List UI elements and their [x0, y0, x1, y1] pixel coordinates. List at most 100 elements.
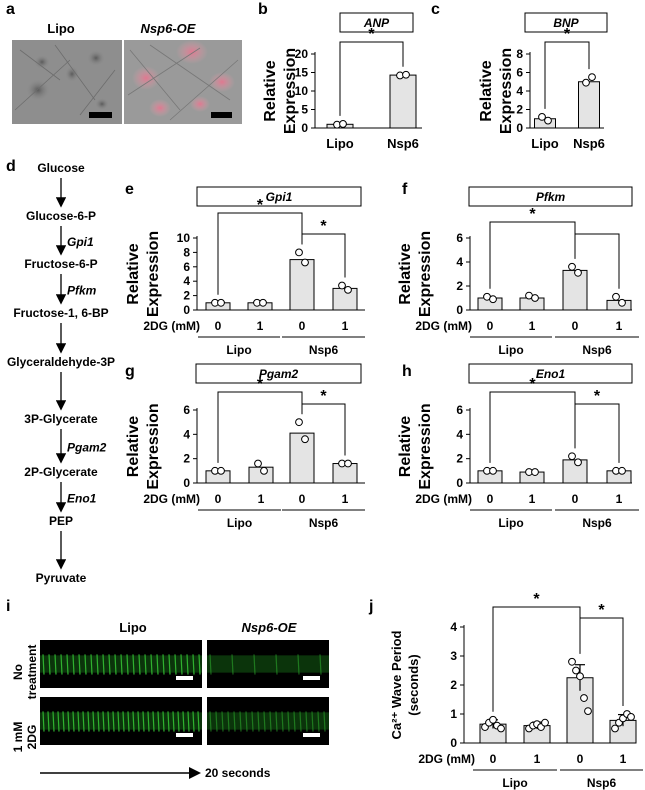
y-tick-label: 6 — [456, 403, 463, 417]
scale-bar — [303, 676, 320, 680]
y-tick-label: 6 — [456, 231, 463, 245]
row-label-2dg-2: 2DG — [25, 725, 39, 750]
x-prefix-label: 2DG (mM) — [143, 492, 200, 506]
x-tick-label: 1 — [616, 319, 623, 333]
data-point — [217, 466, 225, 475]
group-label: Nsp6 — [582, 516, 612, 530]
y-tick-label: 2 — [183, 289, 190, 303]
data-point — [618, 466, 626, 475]
data-point — [574, 268, 582, 277]
x-tick-label: 0 — [299, 492, 306, 506]
pathway-node: Fructose-6-P — [24, 257, 97, 271]
data-point — [295, 248, 303, 257]
significance-bracket — [217, 212, 303, 295]
y-tick-label: 8 — [516, 47, 523, 61]
data-point — [217, 298, 225, 307]
y-axis-label: Ca²⁺ Wave Period — [389, 630, 404, 739]
pathway-node: Glyceraldehyde-3P — [7, 355, 115, 369]
y-axis-label: Relative — [125, 416, 142, 477]
pathway-node: PEP — [49, 514, 73, 528]
row-label-2dg-1: 1 mM — [11, 722, 25, 753]
data-point — [402, 70, 410, 79]
significance-star: * — [257, 376, 264, 393]
chart-title: BNP — [553, 16, 579, 30]
x-tick-label: Lipo — [531, 136, 558, 151]
chart-title: Pfkm — [536, 190, 566, 204]
scale-bar — [89, 112, 112, 118]
x-tick-label: 0 — [572, 319, 579, 333]
y-tick-label: 2 — [450, 678, 457, 692]
panel-letter-g: g — [125, 363, 135, 380]
bar — [289, 259, 315, 311]
x-tick-label: Nsp6 — [387, 136, 419, 151]
data-point — [541, 718, 549, 727]
chart-title: Gpi1 — [266, 190, 293, 204]
data-point — [574, 458, 582, 467]
significance-star: * — [529, 206, 536, 223]
y-tick-label: 0 — [456, 476, 463, 490]
x-tick-label: Nsp6 — [573, 136, 605, 151]
x-prefix-label: 2DG (mM) — [143, 319, 200, 333]
micro-label-nsp6: Nsp6-OE — [141, 21, 196, 36]
time-label: 20 seconds — [205, 766, 271, 780]
group-label: Lipo — [498, 516, 523, 530]
data-point — [338, 281, 346, 290]
pathway-node: Fructose-1, 6-BP — [13, 306, 108, 320]
data-point — [627, 713, 635, 721]
chart-title-box — [339, 12, 414, 33]
x-tick-label: 1 — [616, 492, 623, 506]
micrograph-nsp6-oe — [124, 40, 242, 124]
data-point — [260, 466, 268, 475]
chart-title: ANP — [363, 16, 390, 30]
data-point — [544, 116, 552, 125]
y-tick-label: 10 — [295, 84, 309, 98]
data-point — [576, 672, 584, 681]
scale-bar — [303, 733, 320, 737]
data-point — [588, 73, 596, 82]
x-tick-label: 1 — [258, 492, 265, 506]
x-tick-label: 0 — [215, 319, 222, 333]
y-tick-label: 0 — [450, 736, 457, 750]
x-tick-label: 0 — [577, 752, 584, 766]
pathway-node: 3P-Glycerate — [24, 412, 98, 426]
significance-bracket — [217, 391, 303, 463]
significance-star: * — [529, 376, 536, 393]
y-axis-label: Relative — [262, 60, 279, 121]
x-prefix-label: 2DG (mM) — [415, 319, 472, 333]
y-axis-label: Relative — [397, 416, 414, 477]
y-tick-label: 0 — [516, 121, 523, 135]
y-tick-label: 4 — [456, 427, 463, 441]
chart-title: Pgam2 — [259, 367, 299, 381]
data-point — [611, 724, 619, 733]
calcium-linescans — [40, 640, 329, 745]
glycolysis-pathway: GlucoseGlucose-6-PGpi1Fructose-6-PPfkmFr… — [7, 161, 115, 585]
data-point — [568, 657, 576, 666]
data-point — [254, 459, 262, 468]
significance-bracket — [301, 403, 346, 456]
scale-bar — [176, 676, 193, 680]
y-tick-label: 0 — [456, 303, 463, 317]
significance-bracket — [489, 221, 576, 289]
data-point — [531, 294, 539, 302]
ca-label-nsp6: Nsp6-OE — [242, 620, 297, 635]
significance-bracket — [579, 617, 624, 706]
data-point — [572, 666, 580, 675]
group-label: Lipo — [498, 343, 523, 357]
x-tick-label: 1 — [534, 752, 541, 766]
panel-letter-i: i — [6, 598, 10, 615]
y-axis-label: Expression — [282, 48, 299, 134]
x-tick-label: 0 — [487, 319, 494, 333]
data-point — [568, 452, 576, 461]
significance-star: * — [257, 197, 264, 214]
bar — [562, 269, 588, 311]
scale-bar — [176, 733, 193, 737]
group-label: Lipo — [227, 516, 252, 530]
y-tick-label: 6 — [183, 260, 190, 274]
data-point — [584, 707, 592, 715]
group-label: Nsp6 — [309, 516, 339, 530]
